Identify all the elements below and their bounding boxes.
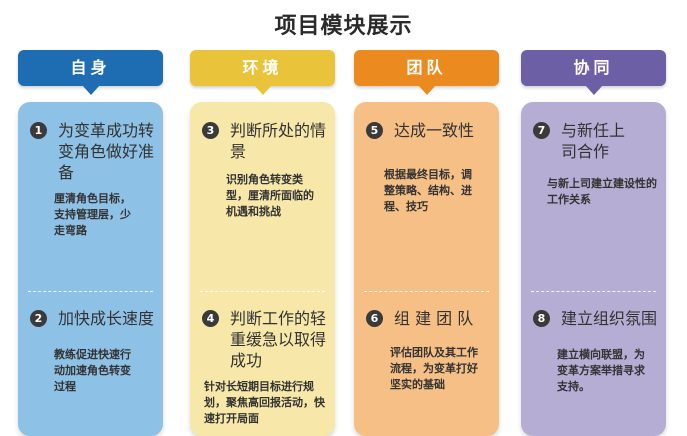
item-description: 识别角色转变类型，厘清所面临的机遇和挑战	[226, 173, 314, 218]
column-environment: 环境 3 判断所处的情景 识别角色转变类型，厘清所面临的机遇和挑战 4 判断工作的轻…	[190, 50, 335, 436]
item-heading: 为变革成功转变角色做好准备	[58, 121, 155, 182]
page-title: 项目模块展示	[274, 14, 413, 39]
item-description: 与新上司建立建设性的工作关系	[547, 177, 657, 206]
item-description: 厘清角色目标，支持管理层，少走弯路	[54, 192, 131, 237]
number-badge-5: 5	[366, 122, 383, 139]
card-team: 5 达成一致性 根据最终目标，调整策略、结构、进程、技巧 6 组 建 团 队 评估团…	[354, 102, 499, 436]
tab-team: 团队	[354, 50, 499, 95]
number-badge-8: 8	[533, 310, 550, 327]
item-description: 针对长短期目标进行规划，聚焦高回报活动，快速打开局面	[204, 380, 325, 425]
tab-environment: 环境	[190, 50, 335, 95]
item-description: 建立横向联盟，为变革方案举措寻求支持。	[557, 348, 645, 393]
item-5: 5 达成一致性 根据最终目标，调整策略、结构、进程、技巧	[354, 120, 499, 215]
item-heading: 加快成长速度	[58, 309, 155, 328]
item-heading: 判断所处的情景	[230, 121, 327, 161]
column-collaboration: 协同 7 与新任上司合作 与新上司建立建设性的工作关系 8 建立组织氛围 建立横向联…	[521, 50, 666, 436]
item-1: 1 为变革成功转变角色做好准备 厘清角色目标，支持管理层，少走弯路	[18, 120, 163, 239]
section-divider	[28, 291, 153, 292]
item-heading: 建立组织氛围	[561, 309, 658, 328]
number-badge-3: 3	[202, 122, 219, 139]
item-description: 教练促进快速行动加速角色转变过程	[54, 348, 131, 393]
section-divider	[200, 291, 325, 292]
item-4: 4 判断工作的轻重缓急以取得成功 针对长短期目标进行规划，聚焦高回报活动，快速打开…	[190, 308, 335, 427]
item-heading: 达成一致性	[394, 121, 475, 140]
item-8: 8 建立组织氛围 建立横向联盟，为变革方案举措寻求支持。	[521, 308, 666, 395]
tab-collaboration: 协同	[521, 50, 666, 95]
tab-self: 自身	[18, 50, 163, 95]
item-description: 根据最终目标，调整策略、结构、进程、技巧	[384, 168, 472, 213]
item-heading: 与新任上司合作	[561, 121, 626, 161]
card-self: 1 为变革成功转变角色做好准备 厘清角色目标，支持管理层，少走弯路 2 加快成长速度…	[18, 102, 163, 436]
number-badge-7: 7	[533, 122, 550, 139]
number-badge-1: 1	[30, 122, 47, 139]
item-6: 6 组 建 团 队 评估团队及其工作流程，为变革打好坚实的基础	[354, 308, 499, 393]
card-environment: 3 判断所处的情景 识别角色转变类型，厘清所面临的机遇和挑战 4 判断工作的轻重缓急…	[190, 102, 335, 436]
item-2: 2 加快成长速度 教练促进快速行动加速角色转变过程	[18, 308, 163, 395]
column-team: 团队 5 达成一致性 根据最终目标，调整策略、结构、进程、技巧 6 组 建 团 队 …	[354, 50, 499, 436]
section-divider	[364, 291, 489, 292]
number-badge-2: 2	[30, 310, 47, 327]
item-heading: 组 建 团 队	[394, 309, 474, 328]
section-divider	[531, 291, 656, 292]
number-badge-4: 4	[202, 310, 219, 327]
number-badge-6: 6	[366, 310, 383, 327]
item-7: 7 与新任上司合作 与新上司建立建设性的工作关系	[521, 120, 666, 208]
item-description: 评估团队及其工作流程，为变革打好坚实的基础	[390, 346, 478, 391]
column-self: 自身 1 为变革成功转变角色做好准备 厘清角色目标，支持管理层，少走弯路 2 加快成…	[18, 50, 163, 436]
card-collaboration: 7 与新任上司合作 与新上司建立建设性的工作关系 8 建立组织氛围 建立横向联盟，为…	[521, 102, 666, 436]
item-heading: 判断工作的轻重缓急以取得成功	[230, 309, 327, 370]
item-3: 3 判断所处的情景 识别角色转变类型，厘清所面临的机遇和挑战	[190, 120, 335, 220]
